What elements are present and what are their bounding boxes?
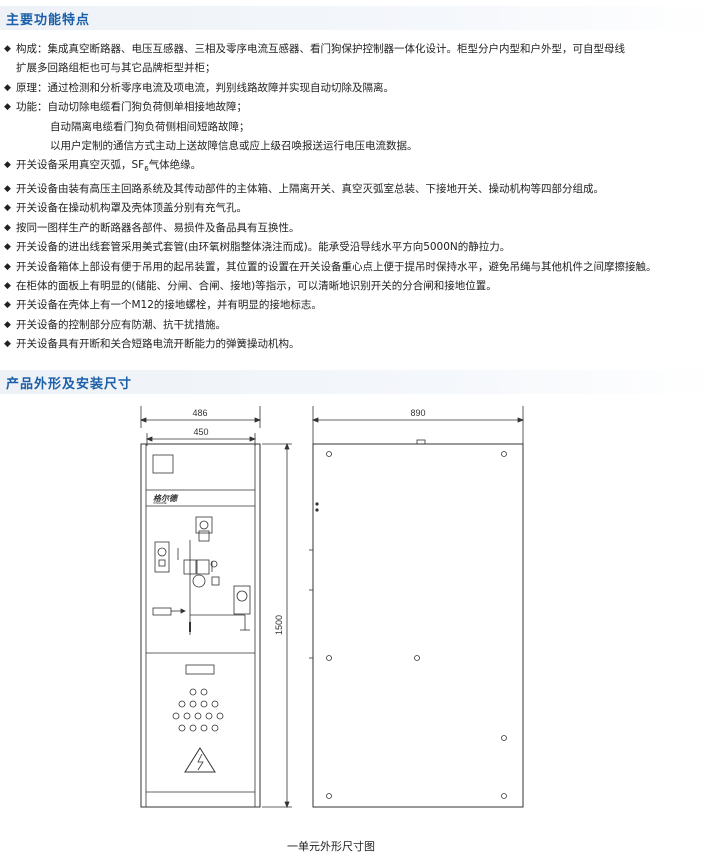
cabinet-front: [140, 443, 261, 808]
list-item-continuation: 扩展多回路组柜也可与其它品牌柜型并柜；: [16, 62, 216, 75]
bullet-icon: ◆: [4, 102, 11, 113]
bullet-icon: ◆: [4, 160, 11, 171]
list-item: ◆ 在柜体的面板上有明显的(储能、分闸、合闸、接地)等指示，可以清晰地识别开关的…: [4, 277, 716, 296]
gauge-icon: [236, 590, 248, 602]
dim-depth: 890: [410, 408, 425, 418]
list-item: ◆ 按同一图样生产的断路器各部件、易损件及备品具有互换性。: [4, 219, 716, 238]
bullet-icon: ◆: [4, 82, 11, 93]
bullet-icon: ◆: [4, 300, 11, 311]
meter-box: [233, 585, 251, 615]
window-icon: [152, 454, 174, 474]
nameplate-slot: [185, 664, 215, 675]
bolt-icon: [326, 655, 332, 661]
cabinet-side: [312, 443, 524, 808]
section-title: 主要功能特点: [6, 13, 91, 28]
indicator-box: [198, 530, 210, 542]
knob-icon: [199, 520, 209, 530]
list-item: ◆ 功能：自动切除电缆看门狗负荷侧单相接地故障；: [4, 98, 716, 117]
arrow-icon: [284, 442, 290, 809]
arrow-icon: [180, 608, 186, 614]
figure-caption: 一单元外形尺寸图: [287, 840, 375, 853]
vent-holes: [172, 688, 224, 732]
brand-logo: 格尔德: [153, 494, 179, 503]
arrow-icon: [139, 417, 262, 423]
list-subitem: 以用户定制的通信方式主动上送故障信息或应上级召唤报送运行电压电流数据。: [50, 140, 418, 153]
list-item: ◆ 开关设备的控制部分应有防潮、抗干扰措施。: [4, 316, 716, 335]
indicator-box: [211, 576, 220, 586]
bolt-icon: [501, 735, 507, 741]
bolt-icon: [501, 793, 507, 799]
list-item: ◆ 构成：集成真空断路器、电压互感器、三相及零序电流互感器、看门狗保护控制器一体…: [4, 40, 716, 59]
list-item: ◆ 开关设备具有开断和关合短路电流开断能力的弹簧操动机构。: [4, 335, 716, 354]
bolt-icon: [326, 451, 332, 457]
lightning-icon: [197, 753, 204, 771]
knob-icon: [192, 574, 206, 588]
gauge-icon: [157, 547, 167, 557]
bolt-icon: [414, 655, 420, 661]
dim-inner-width: 450: [193, 427, 208, 437]
list-item: ◆ 开关设备由装有高压主回路系统及其传动部件的主体箱、上隔离开关、真空灭弧室总装…: [4, 180, 716, 199]
bolt-icon: [315, 502, 319, 506]
bolt-icon: [326, 793, 332, 799]
list-item: ◆ 开关设备在操动机构罩及壳体顶盖分别有充气孔。: [4, 199, 716, 218]
feature-list: ◆ 构成：集成真空断路器、电压互感器、三相及零序电流互感器、看门狗保护控制器一体…: [4, 40, 716, 355]
list-item: ◆ 开关设备采用真空灭弧，SF6气体绝缘。: [4, 156, 716, 180]
list-item: ◆ 原理：通过检测和分析零序电流及项电流，判别线路故障并实现自动切除及隔离。: [4, 79, 716, 98]
section-header-features: 主要功能特点: [0, 6, 718, 30]
indicator-box: [195, 516, 213, 534]
bullet-icon: ◆: [4, 44, 11, 54]
brand-sub: XINGRDE: [153, 501, 167, 505]
terminal-block: [152, 607, 172, 616]
bullet-icon: ◆: [4, 319, 11, 330]
list-item: ◆ 开关设备在壳体上有一个M12的接地螺栓，并有明显的接地标志。: [4, 296, 716, 315]
dimension-drawing: 486 450 格尔德 XINGRDE: [139, 406, 525, 809]
bullet-icon: ◆: [4, 222, 11, 233]
indicator-box: [158, 559, 166, 567]
bolt-icon: [315, 508, 319, 512]
bullet-icon: ◆: [4, 261, 11, 272]
arrow-icon: [311, 417, 525, 423]
bullet-icon: ◆: [4, 242, 11, 253]
bullet-icon: ◆: [4, 280, 11, 291]
indicator-box: [196, 559, 210, 575]
list-item: ◆ 开关设备箱体上部设有便于吊用的起吊装置，其位置的设置在开关设备重心点上便于提…: [4, 258, 716, 277]
warning-triangle-icon: [184, 747, 216, 773]
section-header-dimensions: 产品外形及安装尺寸: [0, 370, 718, 394]
section-title: 产品外形及安装尺寸: [6, 377, 133, 392]
bullet-icon: ◆: [4, 339, 11, 350]
meter-box: [154, 541, 170, 573]
list-subitem: 自动隔离电缆看门狗负荷侧相间短路故障；: [50, 120, 250, 133]
bullet-icon: ◆: [4, 183, 11, 194]
dim-outer-width: 486: [192, 408, 207, 418]
arrow-icon: [145, 436, 257, 442]
bullet-icon: ◆: [4, 203, 11, 214]
dim-height: 1500: [274, 615, 284, 635]
lifting-lug: [416, 439, 426, 445]
list-item: ◆ 开关设备的进出线套管采用美式套管(由环氧树脂整体浇注而成)。能承受沿导线水平…: [4, 238, 716, 257]
bolt-icon: [501, 451, 507, 457]
knob-icon: [210, 560, 218, 568]
